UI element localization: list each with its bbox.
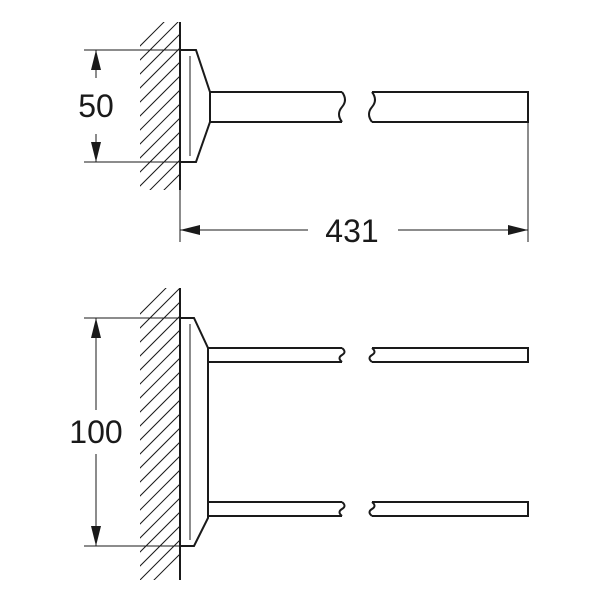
- upper-bar-right-segment: [372, 347, 529, 363]
- lower-bar-break-right: [368, 501, 376, 517]
- side-mounting-plate: [180, 317, 209, 547]
- top-view: 50 431: [78, 22, 529, 249]
- top-height-dimension: 50: [78, 49, 196, 163]
- lower-bar-right-segment: [372, 501, 529, 517]
- top-wall-hatching: [140, 22, 180, 190]
- side-view: 100: [69, 288, 529, 580]
- side-spacing-dimension: 100: [69, 317, 194, 547]
- top-bar-right-segment: [372, 91, 529, 123]
- lower-bar-break-left: [338, 501, 346, 517]
- top-bar-break-right: [368, 91, 376, 123]
- dimension-label-50: 50: [78, 88, 114, 124]
- dimension-label-431: 431: [325, 213, 378, 249]
- top-length-dimension: 431: [179, 122, 529, 249]
- top-bar-break-left: [338, 91, 346, 123]
- upper-bar-left-segment: [208, 347, 342, 363]
- upper-bar-break-right: [368, 347, 376, 363]
- lower-bar-left-segment: [208, 501, 342, 517]
- dimension-label-100: 100: [69, 414, 122, 450]
- upper-bar-break-left: [338, 347, 346, 363]
- top-bar-left-segment: [210, 91, 342, 123]
- bottom-wall-hatching: [140, 288, 180, 580]
- top-mounting-plate: [180, 49, 211, 163]
